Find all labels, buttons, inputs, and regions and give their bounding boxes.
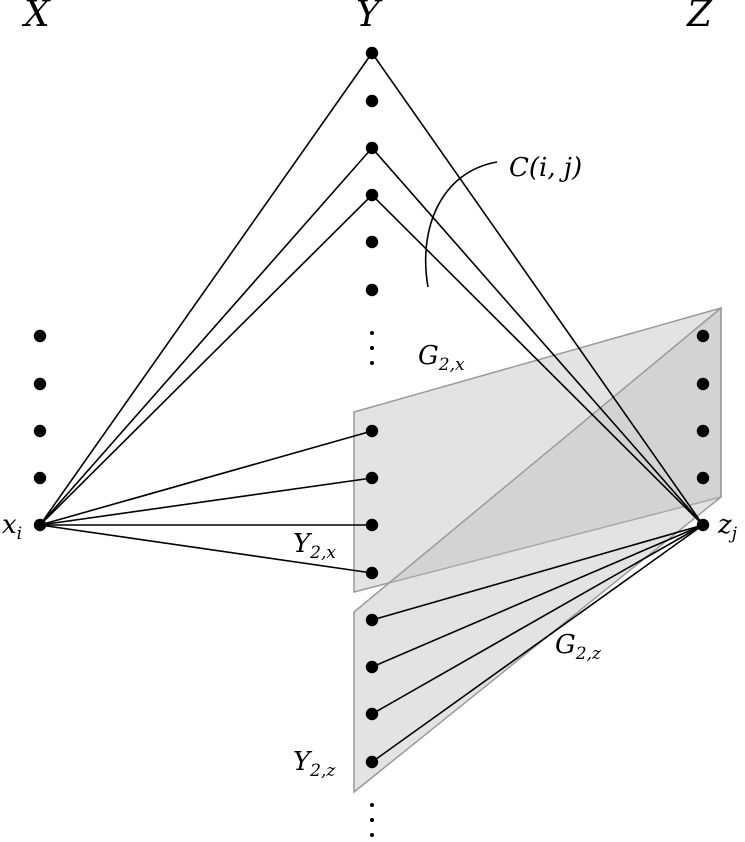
y2z-nodes <box>365 613 379 769</box>
label-g2x-sub: 2,x <box>438 355 465 375</box>
label-y2z-sub: 2,z <box>309 761 336 781</box>
label-g2z-base: G <box>555 630 576 660</box>
x-node <box>33 471 47 485</box>
y2z-node <box>365 755 379 769</box>
label-y2x: Y2,x <box>293 529 336 563</box>
label-g2z: G2,z <box>555 630 602 664</box>
x-node <box>33 424 47 438</box>
edge-zj-y2z-4 <box>371 524 704 763</box>
x-node-xi <box>33 518 47 532</box>
column-label-x: X <box>21 0 51 35</box>
label-y2z: Y2,z <box>293 747 336 781</box>
ellipsis-dot <box>370 833 374 837</box>
edge-zj-y1 <box>371 52 704 526</box>
y-node <box>365 141 379 155</box>
z-node-zj <box>696 518 710 532</box>
column-label-y: Y <box>356 0 383 35</box>
ellipsis-dot <box>370 331 374 335</box>
edge-zj-y2z-3 <box>371 524 704 715</box>
ellipsis-dot <box>370 818 374 822</box>
edge-zj-y2z-1 <box>371 524 704 621</box>
y-node <box>365 235 379 249</box>
edge-xi-y1 <box>39 52 373 526</box>
ellipsis-dot <box>370 361 374 365</box>
y2x-node <box>365 518 379 532</box>
y-node <box>365 46 379 60</box>
z-node <box>696 329 710 343</box>
y-node <box>365 283 379 297</box>
edge-xi-y4 <box>39 194 373 526</box>
ellipsis-dot <box>370 346 374 350</box>
z-node <box>696 471 710 485</box>
label-xi-base: x <box>2 510 17 540</box>
y2x-nodes <box>365 424 379 580</box>
label-zj-base: z <box>717 510 732 540</box>
label-g2z-sub: 2,z <box>575 644 602 664</box>
z-column-nodes <box>696 329 710 532</box>
y-column-ellipsis-top <box>370 331 374 365</box>
label-zj-sub: j <box>728 524 738 544</box>
y2x-node <box>365 424 379 438</box>
edge-xi-y2x-1 <box>39 430 373 526</box>
x-node <box>33 329 47 343</box>
z-node <box>696 377 710 391</box>
y2x-node <box>365 566 379 580</box>
cij-pointer-arc <box>424 161 498 288</box>
x-node <box>33 377 47 391</box>
y2x-node <box>365 471 379 485</box>
label-g2x: G2,x <box>418 341 465 375</box>
y-column-ellipsis-bottom <box>370 803 374 837</box>
edges-zj <box>371 52 704 763</box>
label-y2x-sub: 2,x <box>309 543 336 563</box>
edge-zj-y2z-2 <box>371 524 704 668</box>
x-column-nodes <box>33 329 47 532</box>
edge-zj-y3 <box>371 147 704 526</box>
y2z-node <box>365 707 379 721</box>
y-node <box>365 94 379 108</box>
label-y2z-base: Y <box>293 747 313 777</box>
y-node <box>365 188 379 202</box>
label-cij: C(i, j) <box>509 153 582 183</box>
edge-xi-y2x-4 <box>39 524 373 574</box>
label-xi: xi <box>2 510 22 544</box>
y-column-nodes <box>365 46 379 297</box>
edge-xi-y3 <box>39 147 373 526</box>
edges-xi <box>39 52 373 574</box>
edge-zj-y4 <box>371 194 704 526</box>
label-xi-sub: i <box>17 524 22 544</box>
z-node <box>696 424 710 438</box>
edge-xi-y2x-2 <box>39 477 373 526</box>
y2z-node <box>365 660 379 674</box>
y2z-node <box>365 613 379 627</box>
column-label-z: Z <box>686 0 713 35</box>
label-zj: zj <box>717 510 738 544</box>
ellipsis-dot <box>370 803 374 807</box>
label-y2x-base: Y <box>293 529 313 559</box>
label-g2x-base: G <box>418 341 439 371</box>
